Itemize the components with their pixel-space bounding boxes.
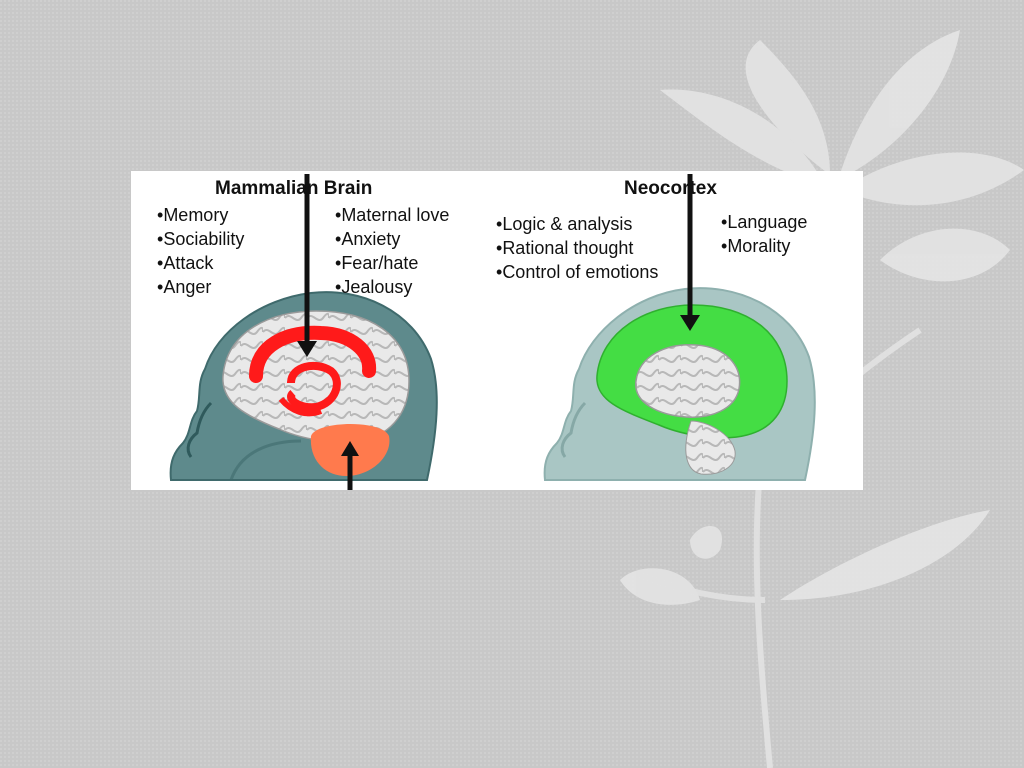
neocortex-list-right: Language Morality (721, 210, 807, 258)
mammalian-list-right: Maternal love Anxiety Fear/hate Jealousy (335, 203, 449, 299)
list-item: Anxiety (335, 227, 449, 251)
list-item: Fear/hate (335, 251, 449, 275)
list-item: Anger (157, 275, 244, 299)
list-item: Language (721, 210, 807, 234)
list-item: Maternal love (335, 203, 449, 227)
mammalian-list-left: Memory Sociability Attack Anger (157, 203, 244, 299)
list-item: Sociability (157, 227, 244, 251)
list-item: Jealousy (335, 275, 449, 299)
neocortex-title: Neocortex (624, 178, 717, 199)
mammalian-brain-title: Mammalian Brain (215, 178, 373, 199)
list-item: Memory (157, 203, 244, 227)
list-item: Attack (157, 251, 244, 275)
neocortex-list-left: Logic & analysis Rational thought Contro… (496, 212, 658, 284)
list-item: Control of emotions (496, 260, 658, 284)
list-item: Morality (721, 234, 807, 258)
arrow-up-brainstem (341, 441, 359, 490)
arrow-down-neocortex (680, 174, 700, 331)
list-item: Rational thought (496, 236, 658, 260)
right-brain (596, 304, 788, 475)
brain-diagram-panel: Mammalian Brain Memory Sociability Attac… (131, 171, 863, 490)
brain-illustrations (169, 174, 816, 490)
limbic-highlight (249, 325, 377, 383)
list-item: Logic & analysis (496, 212, 658, 236)
arrow-down-limbic (297, 174, 317, 357)
